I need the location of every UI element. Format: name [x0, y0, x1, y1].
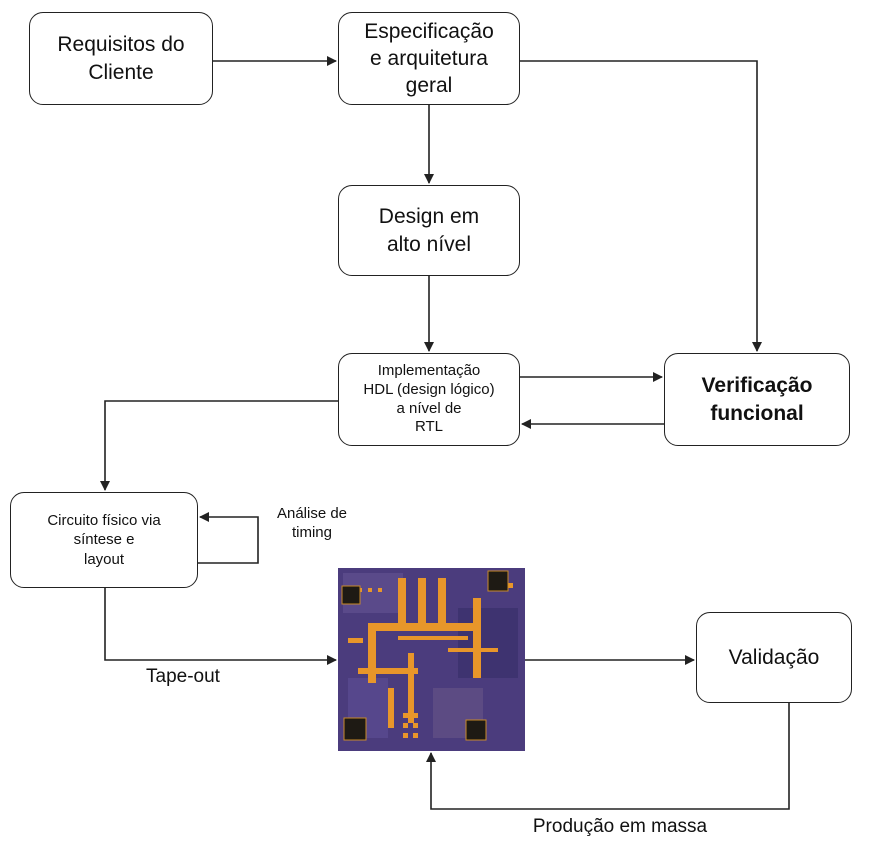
- chip-die-image: [338, 568, 525, 751]
- node-verificacao-label: Verificação funcional: [701, 374, 813, 425]
- edge-label-analise-timing: Análise de timing: [276, 505, 348, 541]
- edge-label-producao-massa: Produção em massa: [532, 816, 708, 837]
- node-requisitos-label: Requisitos do Cliente: [57, 33, 185, 84]
- chip-die-graphic: [338, 568, 525, 751]
- arrow-mass-production: [426, 703, 790, 810]
- node-design-label: Design em alto nível: [378, 205, 480, 256]
- node-circuito-label: Circuito físico via síntese e layout: [47, 511, 161, 568]
- node-implementacao-hdl: Implementação HDL (design lógico) a níve…: [338, 353, 520, 446]
- node-validacao: Validação: [696, 612, 852, 703]
- node-especificacao-label: Especificação e arquitetura geral: [364, 19, 494, 98]
- arrow-hdl-to-circuit: [100, 400, 338, 491]
- arrow-spec-to-verif: [520, 60, 762, 352]
- node-design-alto-nivel: Design em alto nível: [338, 185, 520, 276]
- node-requisitos-cliente: Requisitos do Cliente: [29, 12, 213, 105]
- arrow-timing-loop: [198, 512, 259, 564]
- edge-label-tape-out: Tape-out: [146, 666, 220, 687]
- node-validacao-label: Validação: [728, 645, 820, 669]
- node-circuito-fisico: Circuito físico via síntese e layout: [10, 492, 198, 588]
- node-hdl-label: Implementação HDL (design lógico) a níve…: [363, 362, 495, 436]
- node-verificacao-funcional: Verificação funcional: [664, 353, 850, 446]
- arrow-tapeout: [104, 588, 337, 665]
- node-especificacao: Especificação e arquitetura geral: [338, 12, 520, 105]
